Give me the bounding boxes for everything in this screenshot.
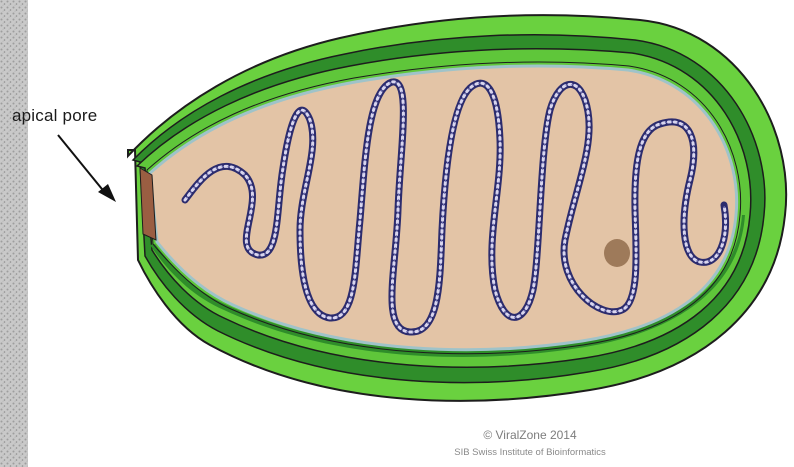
arrow-icon	[58, 135, 116, 202]
inclusion-dot	[604, 239, 630, 267]
credit-institute: SIB Swiss Institute of Bioinformatics	[410, 447, 650, 458]
credit-copyright: © ViralZone 2014	[430, 428, 630, 442]
apical-pore-label: apical pore	[12, 106, 97, 126]
